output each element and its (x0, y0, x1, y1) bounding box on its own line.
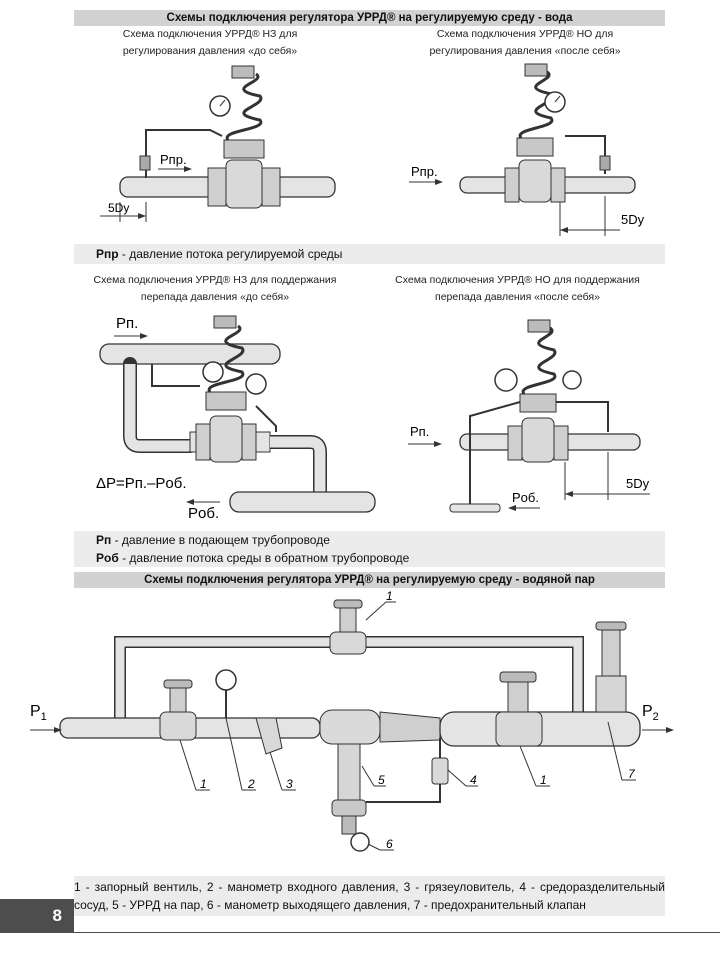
five-dy-label-4: 5Dу (626, 476, 650, 491)
rpr-label-2: Pпр. (411, 164, 438, 179)
page-number: 8 (0, 899, 74, 933)
components-footnote: 1 - запорный вентиль, 2 - манометр входн… (74, 876, 665, 916)
delta-p-label: ΔP=Pп.–Pоб. (96, 475, 187, 492)
rp-label-3: Pп. (116, 315, 138, 332)
caption-no-after-line2: регулирования давления «после себя» (429, 45, 621, 57)
callout-6: 6 (386, 837, 393, 851)
rp-label-4: Pп. (410, 424, 429, 439)
diagram-steam: P1 P2 1 1 2 3 5 4 1 7 6 (30, 590, 674, 852)
caption-nz-diff: Схема подключения УРРД® НЗ для поддержан… (85, 272, 345, 306)
diagram-nz-diff: Pп. ΔP=Pп.–Pоб. Pоб. (96, 315, 376, 522)
callout-1-left: 1 (200, 777, 207, 791)
callout-2: 2 (247, 777, 255, 791)
p2-label: P2 (642, 703, 659, 723)
caption-nz-self: Схема подключения УРРД® НЗ для регулиров… (90, 26, 330, 60)
legend-rob-text: - давление потока среды в обратном трубо… (118, 551, 410, 565)
callout-1-right: 1 (540, 773, 547, 787)
caption-no-diff-line2: перепада давления «после себя» (435, 291, 600, 303)
legend-rp-text: - давление в подающем трубопроводе (111, 533, 330, 547)
caption-no-diff: Схема подключения УРРД® НО для поддержан… (385, 272, 650, 306)
bottom-rule (74, 932, 720, 933)
caption-nz-diff-line2: перепада давления «до себя» (140, 291, 290, 303)
diagram-no-after: 5Dу Pпр. (409, 63, 645, 236)
steam-section-header: Схемы подключения регулятора УРРД® на ре… (74, 572, 665, 588)
five-dy-label-1: 5Dу (108, 201, 129, 215)
caption-nz-self-line1: Схема подключения УРРД® НЗ для (122, 28, 298, 40)
rob-label-3: Pоб. (188, 505, 219, 522)
callout-5: 5 (378, 773, 385, 787)
rpr-label-1: Pпр. (160, 152, 187, 167)
caption-nz-self-line2: регулирования давления «до себя» (122, 45, 298, 57)
legend-rpr-text: - давление потока регулируемой среды (118, 247, 343, 261)
p1-label: P1 (30, 703, 47, 723)
legend-rob-term: Pоб (96, 551, 119, 565)
callout-4: 4 (470, 773, 477, 787)
legend-rp-rob: Pп - давление в подающем трубопроводе Pо… (74, 531, 665, 567)
legend-rpr-term: Pпр (96, 247, 119, 261)
caption-no-diff-line1: Схема подключения УРРД® НО для поддержан… (395, 274, 640, 286)
five-dy-label-2: 5Dу (621, 212, 645, 227)
legend-rp-term: Pп (96, 533, 112, 547)
callout-3: 3 (286, 777, 293, 791)
callout-1-top: 1 (386, 590, 393, 603)
caption-nz-diff-line1: Схема подключения УРРД® НЗ для поддержан… (93, 274, 337, 286)
diagram-nz-self: 5Dу Pпр. (100, 65, 336, 222)
water-section-header: Схемы подключения регулятора УРРД® на ре… (74, 10, 665, 26)
legend-rpr: Pпр - давление потока регулируемой среды (74, 244, 665, 264)
caption-no-after: Схема подключения УРРД® НО для регулиров… (405, 26, 645, 60)
rob-label-4: Pоб. (512, 490, 539, 505)
callout-7: 7 (628, 767, 636, 781)
caption-no-after-line1: Схема подключения УРРД® НО для (436, 28, 614, 40)
diagram-no-diff: 5Dу Pп. Pоб. (408, 319, 650, 513)
